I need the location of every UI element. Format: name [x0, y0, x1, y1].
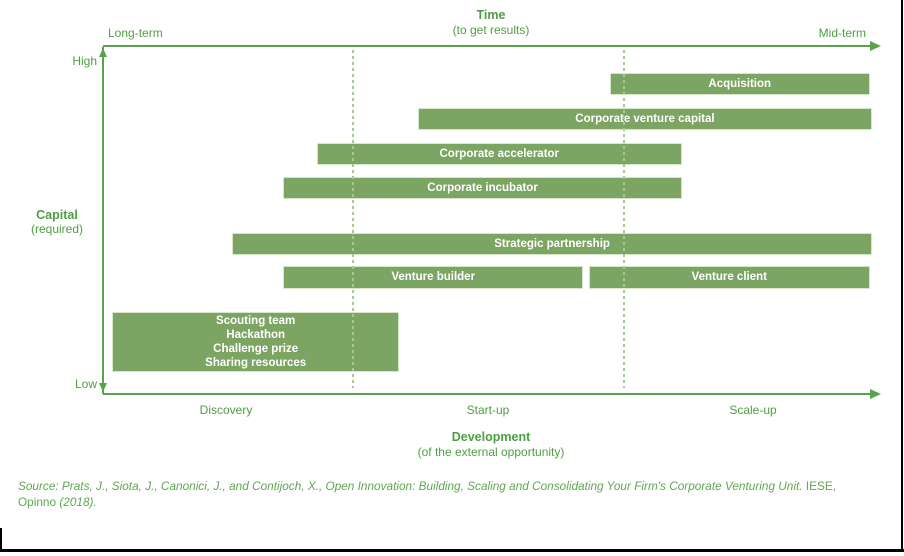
bar-corporate-venture-capital: Corporate venture capital [417, 107, 873, 130]
bar-label: Corporate incubator [427, 181, 538, 194]
bar-label: Corporate accelerator [439, 147, 560, 160]
bar-label: Venture client [691, 271, 767, 284]
capital-axis-subtitle: (required) [30, 222, 84, 236]
capital-axis-title: Capital [36, 208, 78, 222]
stage-label-scaleup: Scale-up [729, 403, 777, 417]
source-citation-roman: IESE, Opinno [18, 479, 836, 509]
bar-label: Challenge prize [213, 342, 299, 355]
bar-label: Scouting team [216, 314, 296, 327]
bar-acquisition: Acquisition [609, 73, 870, 96]
frame-right-border [901, 0, 903, 552]
bar-strategic-partnership: Strategic partnership [231, 233, 873, 256]
bar-label: Venture builder [391, 271, 476, 284]
bar-venture-client: Venture client [588, 265, 870, 289]
bar-corporate-accelerator: Corporate accelerator [316, 142, 682, 165]
source-citation-italic: Source: Prats, J., Siota, J., Canonici, … [18, 479, 803, 493]
stage-label-discovery: Discovery [199, 403, 253, 417]
bar-label: Strategic partnership [494, 238, 610, 251]
bar-label: Acquisition [708, 78, 772, 91]
long-term-label: Long-term [108, 26, 163, 40]
development-axis-arrow-icon [870, 389, 881, 399]
time-axis-arrow-icon [870, 41, 881, 51]
frame-bottom-border [0, 549, 904, 552]
capital-axis-line [102, 47, 104, 394]
time-axis-subtitle: (to get results) [452, 23, 530, 37]
source-citation-year: (2018). [59, 494, 97, 509]
source-citation: Source: Prats, J., Siota, J., Canonici, … [18, 479, 876, 510]
capital-axis-down-arrow-icon [99, 383, 107, 392]
bar-label: Hackathon [226, 328, 286, 341]
development-axis-line [103, 393, 871, 395]
time-axis-title: Time [476, 8, 506, 22]
time-axis-line [103, 45, 871, 47]
development-axis-subtitle: (of the external opportunity) [417, 445, 565, 459]
stage-divider-dashed-line [351, 50, 354, 388]
high-label: High [72, 54, 97, 68]
stage-label-startup: Start-up [466, 403, 510, 417]
bar-label: Sharing resources [205, 356, 307, 369]
development-axis-title: Development [451, 430, 531, 444]
bar-corporate-incubator: Corporate incubator [283, 176, 682, 199]
capital-axis-up-arrow-icon [99, 48, 107, 57]
bar-venture-builder: Venture builder [283, 265, 584, 289]
mid-term-label: Mid-term [818, 26, 866, 40]
frame-left-border [0, 528, 2, 552]
low-label: Low [74, 377, 97, 391]
stage-divider-dashed-line [622, 50, 625, 388]
bar-label: Corporate venture capital [575, 112, 715, 125]
